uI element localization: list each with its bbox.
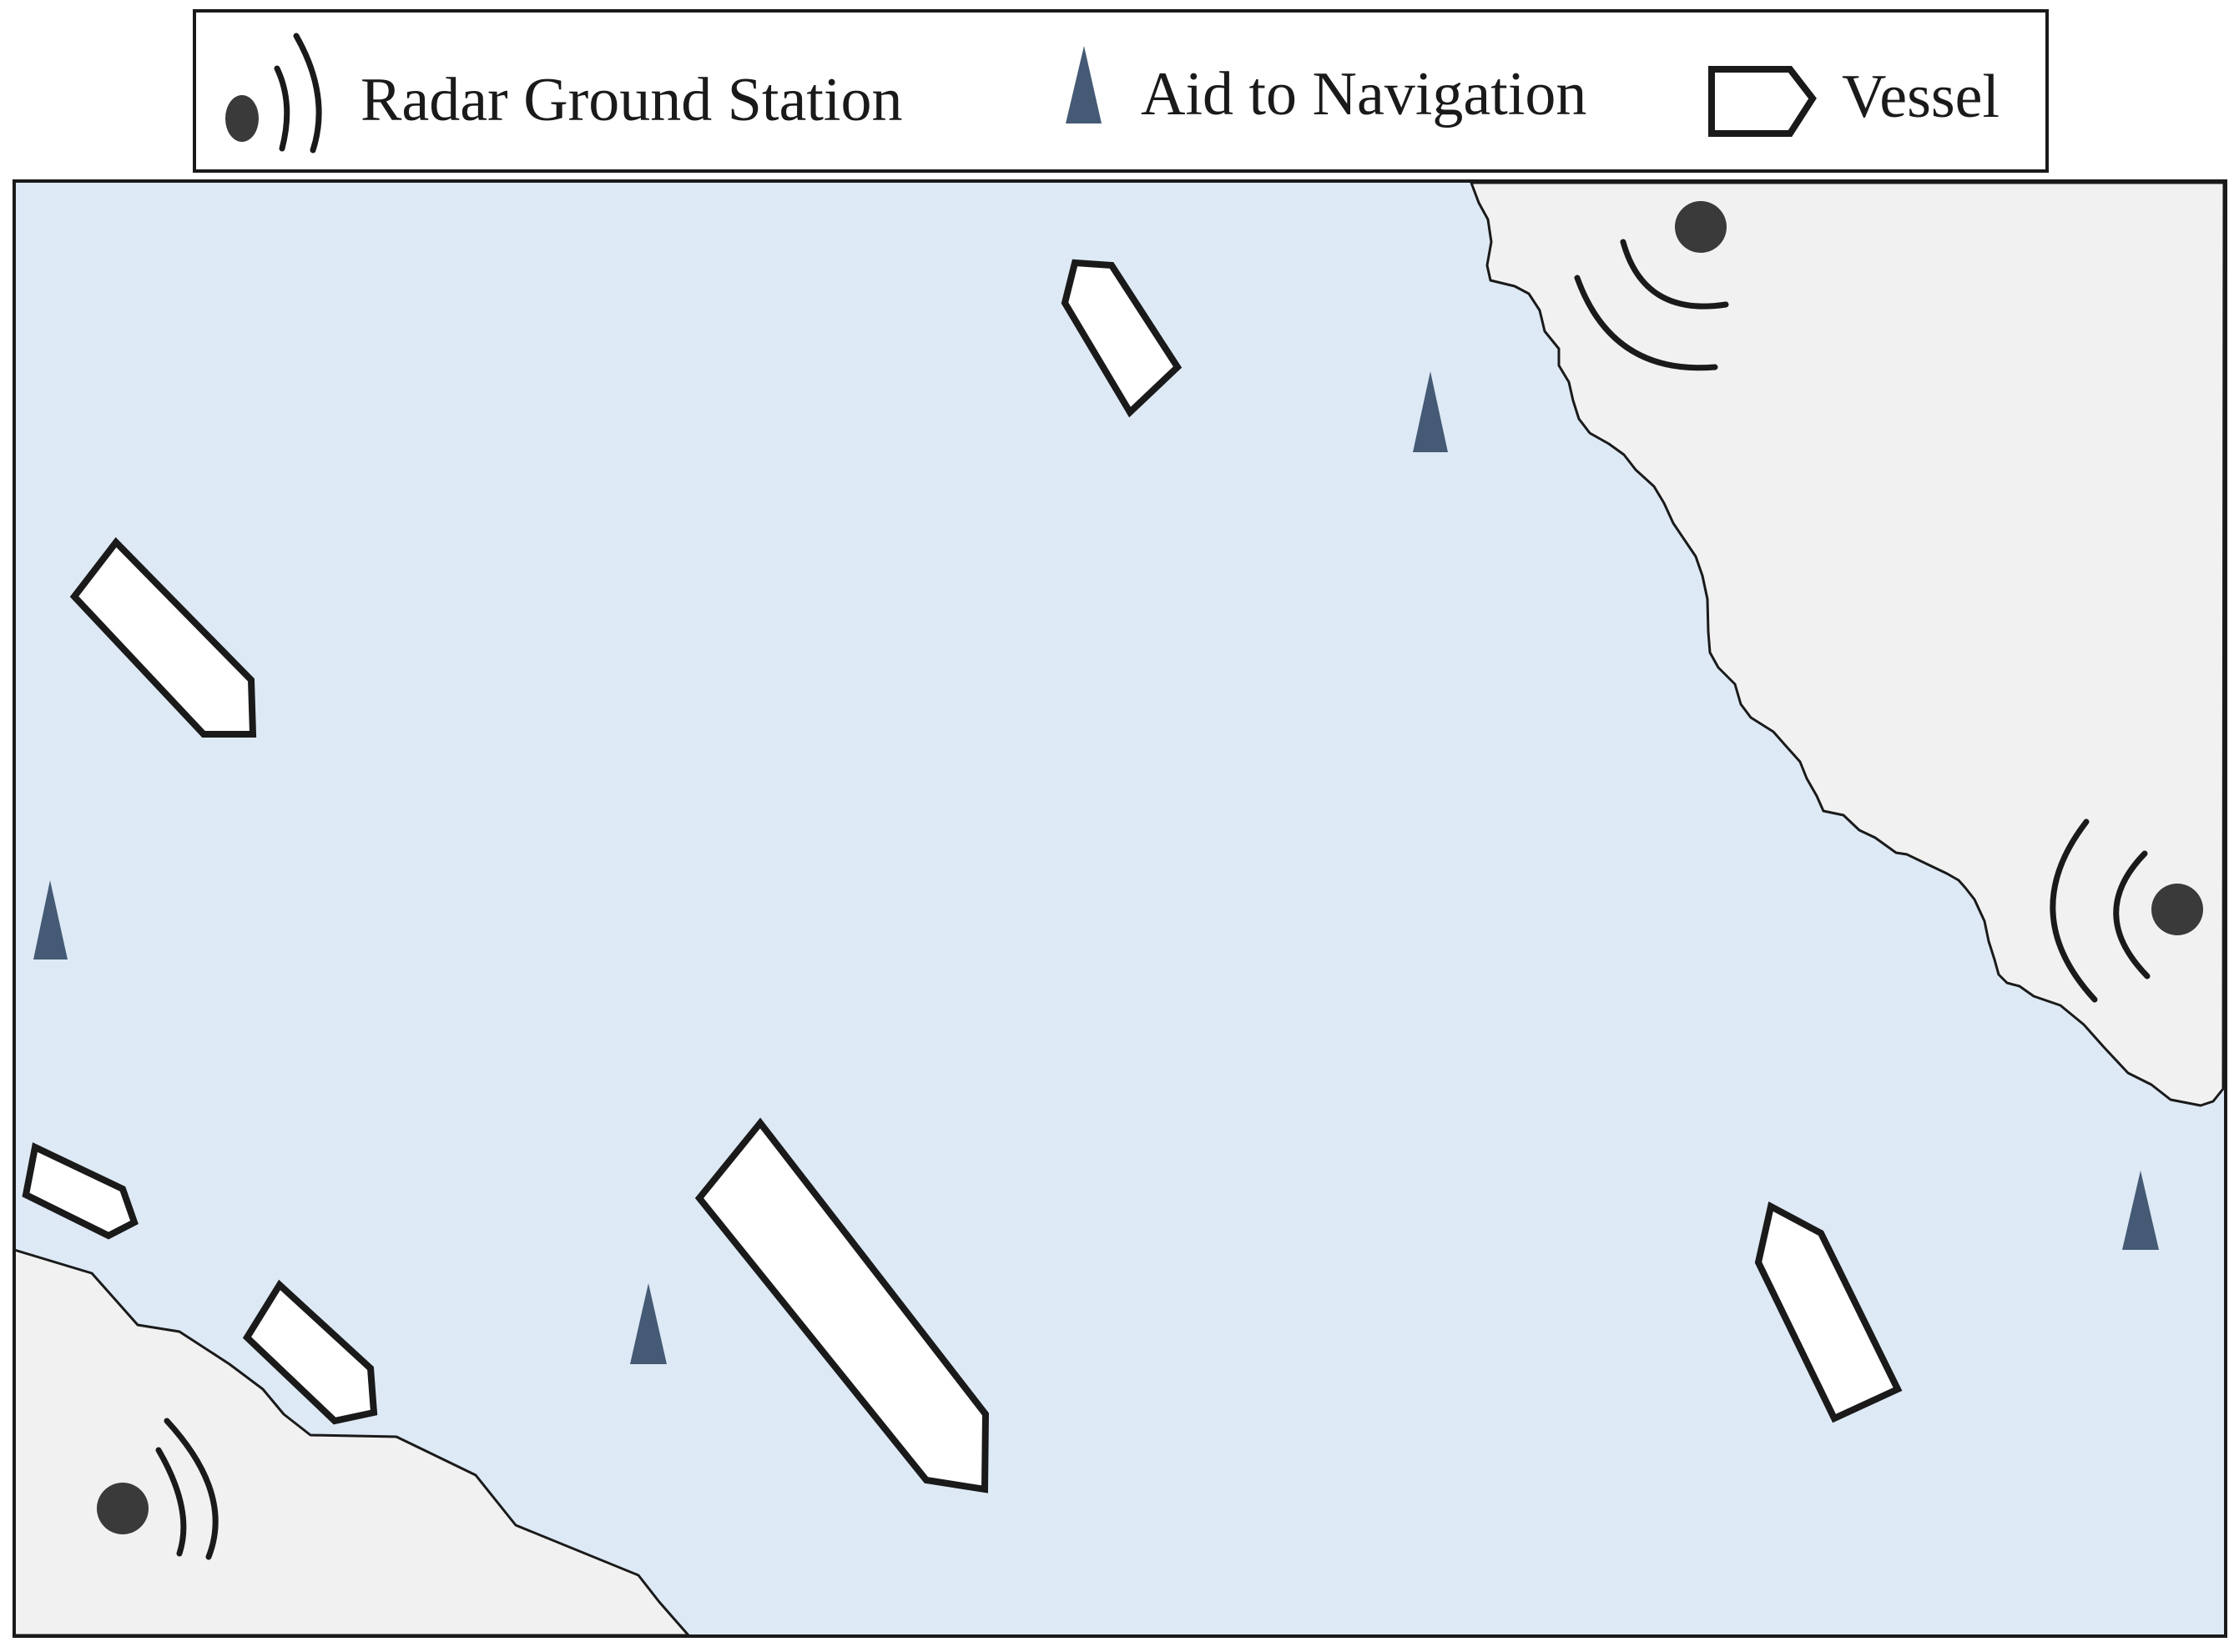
- aid-to-navigation-marker: [1413, 371, 1448, 452]
- radar-wave-outer-icon: [164, 1418, 219, 1560]
- radar-dot-icon: [97, 1483, 149, 1534]
- aid-to-navigation-marker: [33, 880, 68, 959]
- legend-vessel-label: Vessel: [1842, 63, 2000, 131]
- vessel-marker: [22, 1142, 139, 1240]
- legend: Radar Ground Station Aid to Navigation V…: [193, 9, 2049, 173]
- radar-station-southwest: [97, 1418, 219, 1560]
- vessel-marker: [694, 1117, 990, 1493]
- radar-wave-outer-icon: [1574, 274, 1718, 371]
- radar-dot-icon: [225, 95, 259, 142]
- vessel-marker: [1061, 259, 1183, 418]
- radar-wave-inner-icon: [2113, 850, 2151, 980]
- radar-wave-outer-icon: [2050, 818, 2098, 1003]
- vessel-marker: [69, 536, 257, 738]
- map-frame: [13, 179, 2227, 1638]
- map: [13, 181, 2226, 1637]
- radar-wave-inner-icon: [155, 1447, 187, 1557]
- aid-to-navigation-marker: [2122, 1171, 2159, 1250]
- legend-radar-icon: [225, 33, 322, 154]
- legend-aton-icon: [1066, 46, 1102, 123]
- legend-aton-label: Aid to Navigation: [1141, 60, 1586, 128]
- legend-radar-label: Radar Ground Station: [361, 66, 902, 134]
- radar-dot-icon: [1675, 201, 1727, 253]
- radar-station-northeast: [1574, 201, 1729, 371]
- radar-station-east: [2050, 818, 2203, 1003]
- vessel-marker: [242, 1279, 378, 1425]
- legend-vessel-icon: [1708, 66, 1817, 137]
- land-northeast: [1470, 181, 2226, 1107]
- vessel-marker: [1754, 1201, 1903, 1423]
- radar-wave-inner-icon: [274, 65, 290, 152]
- aid-to-navigation-marker: [630, 1283, 667, 1364]
- radar-wave-inner-icon: [1620, 239, 1729, 310]
- radar-dot-icon: [2151, 884, 2203, 935]
- radar-wave-outer-icon: [293, 33, 322, 154]
